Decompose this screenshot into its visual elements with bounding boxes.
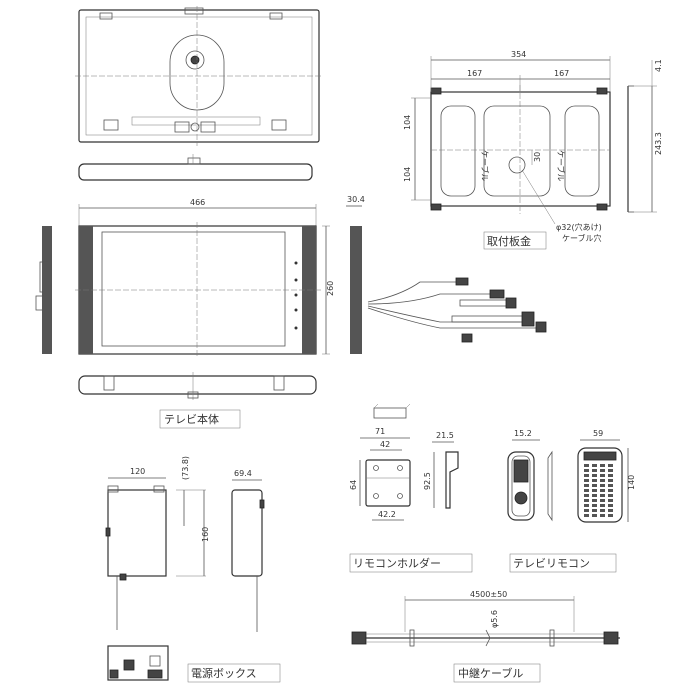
remote-key (600, 469, 605, 472)
holder-depth-dim: 21.5 (436, 431, 454, 440)
holder-bottom-dim: 42.2 (378, 510, 396, 519)
plate-title: 取付板金 (487, 234, 531, 248)
remote-key (584, 504, 589, 507)
cable-length-dim: 4500±50 (470, 590, 507, 599)
remote-key (592, 469, 597, 472)
remote-key (608, 509, 613, 512)
remote-key (592, 509, 597, 512)
tv-top-edge-view (78, 154, 313, 181)
tv-depth-dim: 30.4 (347, 195, 365, 204)
remote-key (600, 499, 605, 502)
plate-top-offset-dim: 4.1 (654, 59, 663, 72)
box-height-dim: 160 (201, 527, 210, 542)
remote-key (608, 484, 613, 487)
remote-key (592, 479, 597, 482)
plate-cable-mark-right: ケーブル (556, 150, 566, 182)
box-width-dim: 120 (130, 467, 145, 476)
tv-width-dim: 466 (190, 198, 205, 207)
remote-key (608, 469, 613, 472)
remote-key (592, 464, 597, 467)
plate-width-dim: 354 (511, 50, 526, 59)
power-box-title: 電源ボックス (191, 666, 257, 680)
remote-key (608, 499, 613, 502)
tv-rear-view (75, 6, 322, 146)
holder-width-dim: 71 (375, 427, 385, 436)
plate-lower-dim: 104 (403, 167, 412, 182)
remote-key (600, 514, 605, 517)
remote-key (592, 474, 597, 477)
remote-key (608, 479, 613, 482)
remote-depth-dim: 15.2 (514, 429, 532, 438)
tv-right-side-view: 30.4 (346, 195, 365, 354)
plate-height-dim: 243.3 (654, 132, 663, 155)
remote-key (584, 479, 589, 482)
remote-key (600, 509, 605, 512)
remote-key (608, 504, 613, 507)
remote-key (608, 489, 613, 492)
plate-half-left-dim: 167 (467, 69, 482, 78)
remote-key (584, 514, 589, 517)
remote-key (600, 474, 605, 477)
tv-remote-drawing: 15.2 59 140 テレビリモコン (507, 429, 636, 573)
remote-key (584, 474, 589, 477)
tv-left-side-view (35, 226, 52, 354)
remote-key (600, 484, 605, 487)
holder-inner-dim: 42 (380, 440, 390, 449)
remote-height-dim: 140 (627, 475, 636, 490)
remote-key (592, 489, 597, 492)
remote-key (584, 489, 589, 492)
plate-half-right-dim: 167 (554, 69, 569, 78)
holder-total-height-dim: 92.5 (423, 472, 432, 490)
remote-key (592, 514, 597, 517)
tv-front-view: 466 260 (75, 198, 335, 358)
remote-keypad (584, 464, 613, 517)
remote-key (600, 494, 605, 497)
remote-key (584, 509, 589, 512)
remote-holder-drawing: 71 42 64 42.2 21.5 92.5 リモコンホルダー (349, 403, 473, 573)
plate-cable-hole-label: ケーブル穴 (562, 233, 602, 243)
remote-key (600, 504, 605, 507)
remote-key (584, 484, 589, 487)
remote-key (592, 504, 597, 507)
box-height-ref-dim: (73.8) (181, 456, 190, 480)
remote-key (600, 489, 605, 492)
remote-key (592, 484, 597, 487)
tv-bottom-edge-view: テレビ本体 (78, 372, 317, 429)
plate-hole-offset-dim: 30 (533, 152, 542, 162)
plate-cable-mark-left: ケーブル (480, 150, 490, 182)
power-box-drawing: 120 (73.8) 160 69.4 電源ボックス (105, 456, 281, 683)
remote-key (584, 464, 589, 467)
remote-width-dim: 59 (593, 429, 603, 438)
mounting-plate-drawing: ケーブル ケーブル 354 167 167 104 104 30 243.3 4… (403, 50, 663, 250)
tv-height-dim: 260 (326, 281, 335, 296)
remote-key (592, 499, 597, 502)
remote-key (608, 514, 613, 517)
remote-key (608, 464, 613, 467)
remote-key (584, 469, 589, 472)
relay-cable-title: 中継ケーブル (458, 666, 523, 680)
plate-hole-dia: φ32(穴あけ) (556, 222, 602, 232)
remote-key (584, 499, 589, 502)
cable-dia-dim: φ5.6 (490, 610, 499, 628)
remote-key (584, 494, 589, 497)
tv-body-title: テレビ本体 (164, 412, 219, 426)
tv-cables (367, 277, 547, 343)
holder-title: リモコンホルダー (353, 556, 441, 570)
remote-key (608, 474, 613, 477)
plate-upper-dim: 104 (403, 115, 412, 130)
remote-key (592, 494, 597, 497)
remote-key (608, 494, 613, 497)
box-depth-dim: 69.4 (234, 469, 252, 478)
relay-cable-drawing: 4500±50 φ5.6 中継ケーブル (351, 590, 620, 683)
holder-height-dim: 64 (349, 480, 358, 490)
remote-title: テレビリモコン (513, 557, 590, 570)
remote-key (600, 479, 605, 482)
remote-key (600, 464, 605, 467)
